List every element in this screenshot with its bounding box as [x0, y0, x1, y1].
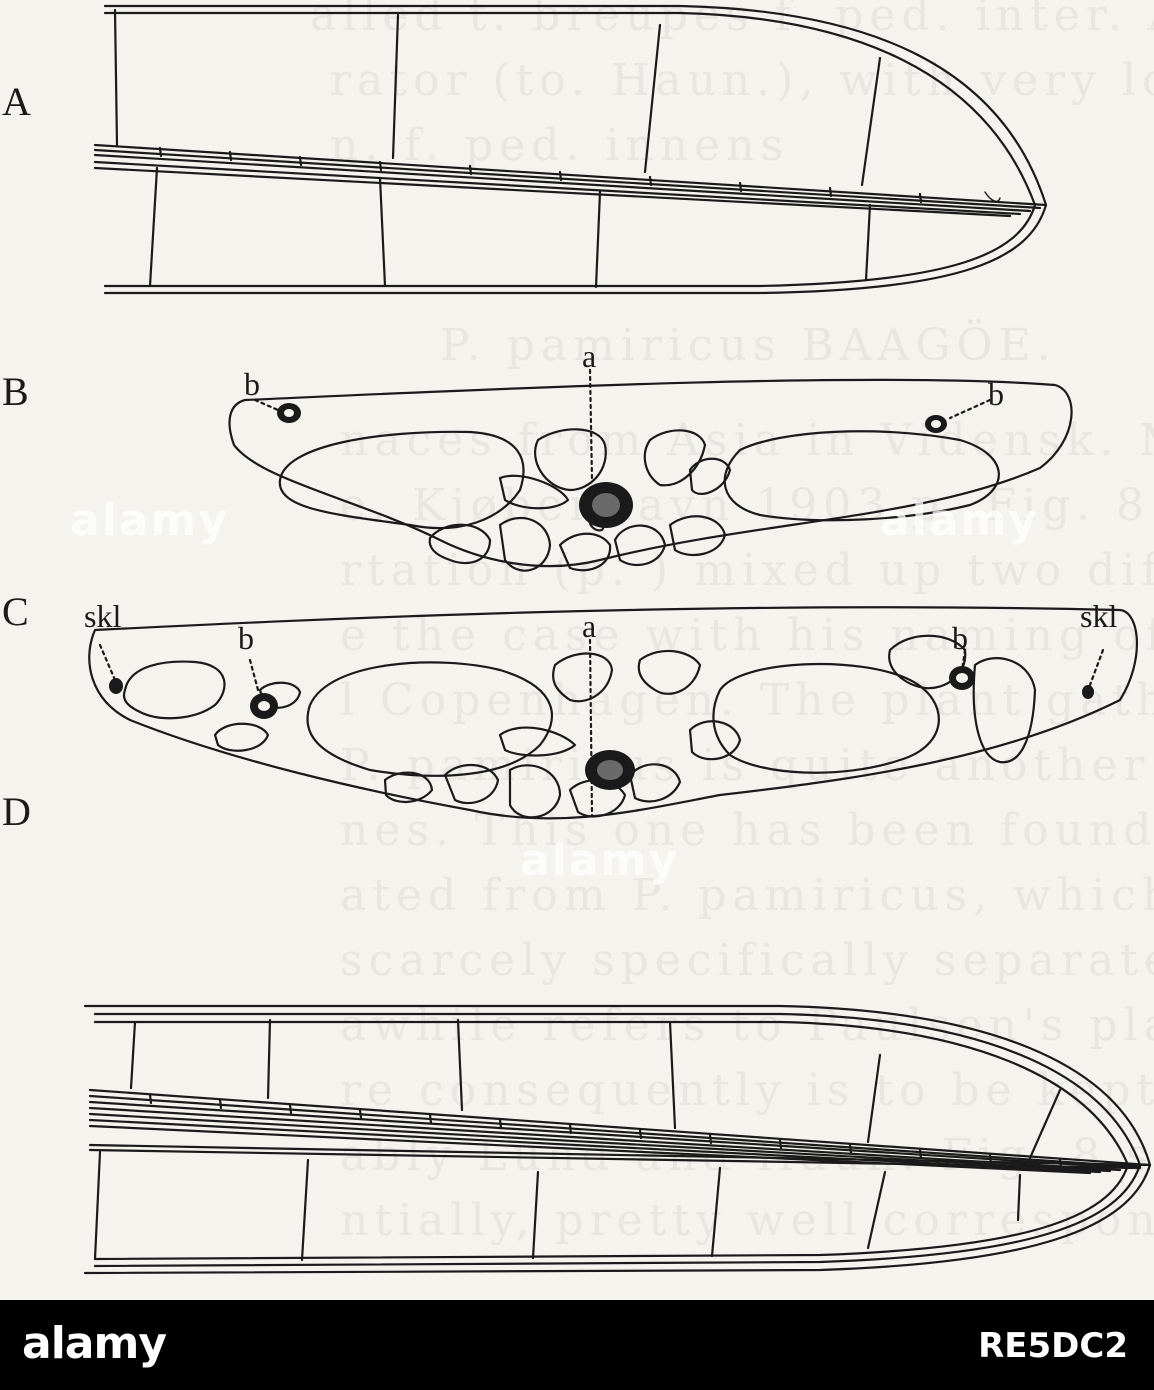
panel-c-cross-section [88, 606, 1139, 820]
svg-text:e the case with his naming of: e the case with his naming of names in t… [340, 610, 1154, 661]
figure-plate: alled t. breupes f. ped. inter. Another … [0, 0, 1154, 1300]
panel-d-leaf-apex [83, 1004, 1152, 1275]
svg-text:l Copenhagen. The plant gather: l Copenhagen. The plant gathered by O. P… [340, 675, 1154, 726]
svg-text:scarcely specifically separate: scarcely specifically separated from it.… [340, 935, 1154, 986]
svg-text:ated from P. pamiricus, which: ated from P. pamiricus, which it very ne… [340, 870, 1154, 921]
label-a-c-panel: a [582, 608, 597, 644]
label-b-right: b [988, 376, 1004, 412]
watermark: alamy [520, 835, 679, 886]
watermark: alamy [880, 495, 1039, 546]
label-b-left: b [244, 366, 260, 402]
panel-b-cross-section [228, 368, 1073, 572]
panel-a-leaf-apex [93, 4, 1048, 295]
svg-text:re consequently is to be kept: re consequently is to be kept for this f… [340, 1065, 1154, 1116]
label-skl-left: skl [84, 598, 122, 634]
svg-text:P. pamiricus BAAGÖE.: P. pamiricus BAAGÖE. [440, 318, 1057, 371]
panel-label-d: D [2, 789, 31, 834]
leaf-drawings [83, 4, 1152, 1275]
svg-text:rator (to. Haun.), with very l: rator (to. Haun.), with very long leaves… [330, 55, 1154, 106]
svg-text:nes. This one has been found t: nes. This one has been found to be a hyb… [340, 805, 1154, 856]
panel-label-a: A [2, 79, 31, 124]
svg-text:n. f. ped. innens: n. f. ped. innens [330, 120, 789, 171]
svg-text:naces from Asia in Vidensk.: naces from Asia in Vidensk. Medd. fra [340, 415, 1154, 466]
vascular-bundles [109, 403, 1094, 790]
brand-logo[interactable]: alamy [22, 1318, 167, 1369]
label-b-c-left: b [238, 620, 254, 656]
image-id: RE5DC2 [978, 1326, 1128, 1366]
watermark: alamy [70, 495, 229, 546]
label-skl-right: skl [1080, 598, 1118, 634]
panel-label-b: B [2, 369, 29, 414]
label-b-c-right: b [952, 620, 968, 656]
label-a-b-panel: a [582, 338, 597, 374]
bleed-through-text: alled t. breupes f. ped. inter. Another … [310, 0, 1154, 1246]
footer-bar: alamy RE5DC2 [0, 1300, 1154, 1390]
panel-label-c: C [2, 589, 29, 634]
